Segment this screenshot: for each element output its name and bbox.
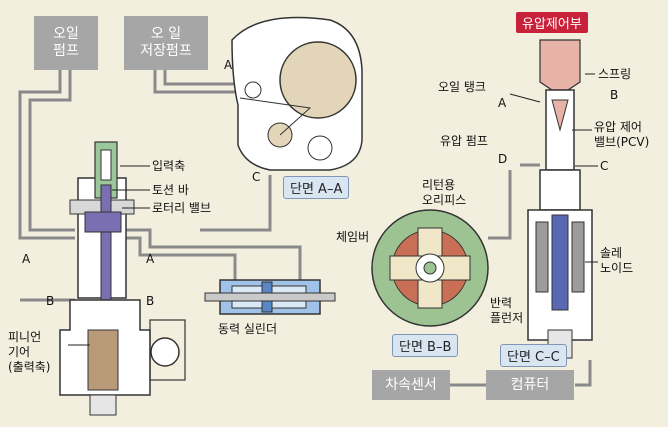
letter-d-right: D bbox=[498, 152, 508, 166]
letter-a-right: A bbox=[146, 252, 155, 266]
computer-box: 컴퓨터 bbox=[486, 370, 574, 400]
section-a-drawing bbox=[231, 16, 363, 171]
letter-a-top: A bbox=[224, 58, 233, 72]
letter-b-right: B bbox=[146, 294, 155, 308]
steering-gear-body bbox=[59, 141, 186, 416]
letter-a-right-top: A bbox=[498, 96, 507, 110]
spring-label: 스프링 bbox=[598, 67, 632, 81]
solenoid-core bbox=[551, 214, 569, 311]
signal-lines bbox=[450, 360, 592, 387]
letter-c-left: C bbox=[252, 170, 261, 184]
pcv-assembly bbox=[488, 39, 593, 359]
pinion-gear bbox=[87, 329, 119, 391]
oil-reservoir-box: 오 일 저장펌프 bbox=[124, 16, 208, 70]
leader-lines bbox=[68, 73, 598, 346]
rotary-valve-label: 로터리 밸브 bbox=[152, 201, 212, 215]
input-shaft-label: 입력축 bbox=[152, 159, 186, 173]
hydraulic-pump-label: 유압 펌프 bbox=[440, 134, 488, 148]
solenoid-label: 솔레 노이드 bbox=[600, 246, 634, 275]
letter-a-left: A bbox=[22, 252, 31, 266]
pinion-gear-label: 피니언 기어 (출력축) bbox=[8, 330, 51, 374]
section-b-label: 단면 B–B bbox=[392, 334, 459, 357]
letter-b-left: B bbox=[46, 294, 55, 308]
section-b-drawing bbox=[371, 209, 489, 327]
power-cylinder-label: 동력 실린더 bbox=[218, 322, 278, 336]
section-a-label: 단면 A–A bbox=[283, 176, 350, 199]
torsion-bar-label: 토션 바 bbox=[152, 183, 189, 197]
oil-pump-box: 오일 펌프 bbox=[34, 16, 98, 70]
power-cylinder-drawing bbox=[204, 279, 336, 315]
pcv-label: 유압 제어 밸브(PCV) bbox=[594, 120, 650, 149]
hydraulic-control-title: 유압제어부 bbox=[516, 12, 588, 33]
letter-b-right-top: B bbox=[610, 88, 619, 102]
letter-c-right: C bbox=[600, 159, 609, 173]
section-c-label: 단면 C–C bbox=[500, 344, 567, 367]
return-orifice-label: 리턴용 오리피스 bbox=[422, 178, 467, 207]
reaction-plunger-label: 반력 플런저 bbox=[490, 296, 524, 325]
pipe-lines bbox=[18, 70, 302, 302]
speed-sensor-box: 차속센서 bbox=[372, 370, 450, 400]
oil-tank-label: 오일 탱크 bbox=[438, 80, 486, 94]
chamber-label: 체임버 bbox=[336, 230, 370, 244]
